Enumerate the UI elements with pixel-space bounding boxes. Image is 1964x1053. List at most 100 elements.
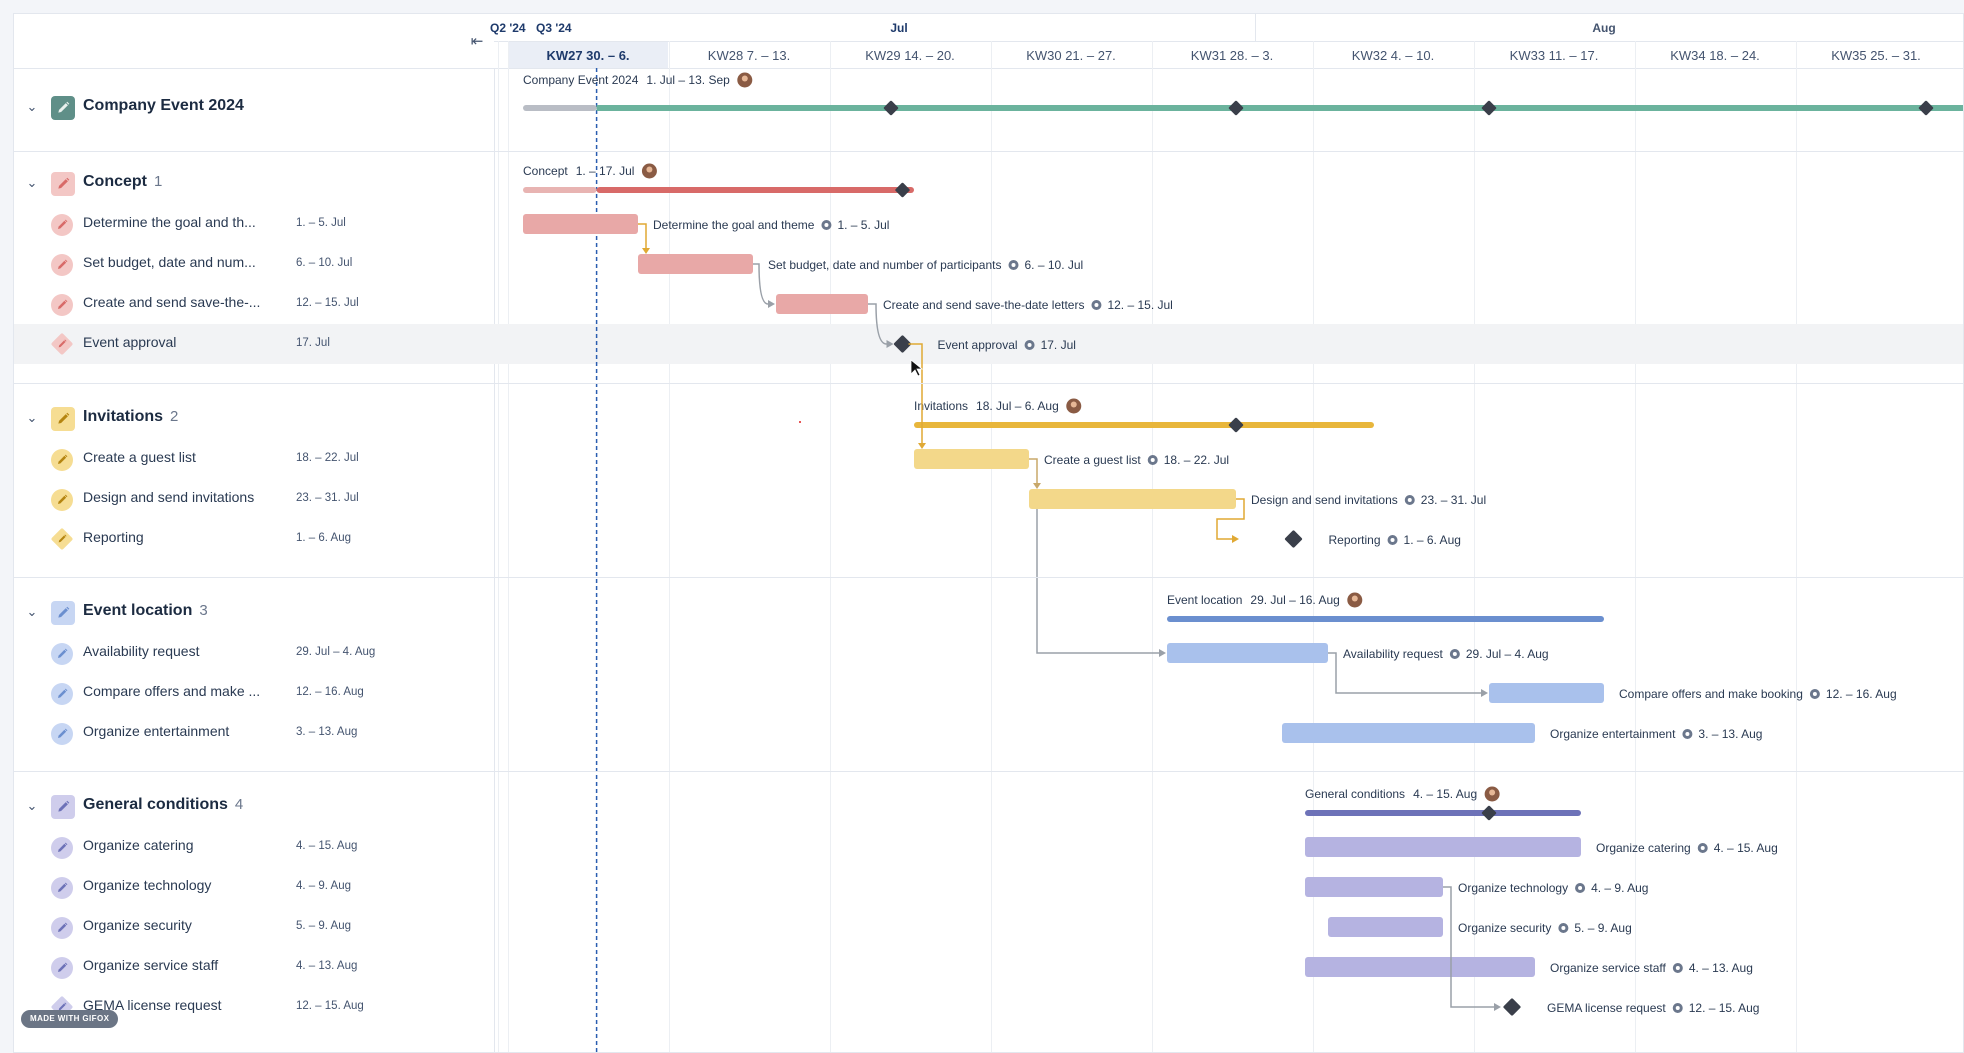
summary-label: Invitations <box>914 399 968 413</box>
pencil-icon <box>51 957 73 979</box>
group-separator <box>14 771 1963 772</box>
task-bar-label: Organize technology <box>1458 881 1568 895</box>
task-bar[interactable] <box>638 254 753 274</box>
milestone[interactable] <box>1503 998 1521 1016</box>
week-label[interactable]: KW33 11. – 17. <box>1510 48 1599 63</box>
task-date: 29. Jul – 4. Aug <box>296 646 376 658</box>
week-label[interactable]: KW34 18. – 24. <box>1670 48 1760 63</box>
chevron-down-icon[interactable]: ⌄ <box>26 410 38 425</box>
task-bar-date: 1. – 5. Jul <box>837 218 889 232</box>
task-name: Determine the goal and th... <box>83 214 256 230</box>
project-bar <box>596 105 1963 111</box>
summary-milestone[interactable] <box>895 182 911 198</box>
date-dot-inner <box>1390 538 1395 542</box>
project-milestone[interactable] <box>1228 100 1244 116</box>
task-name: Create and send save-the-... <box>83 294 261 310</box>
project-milestone[interactable] <box>1481 100 1497 116</box>
collapse-panel-icon[interactable]: ⇤ <box>470 33 484 50</box>
gifox-badge: MADE WITH GIFOX <box>21 1010 119 1028</box>
task-bar[interactable] <box>1328 917 1443 937</box>
dependency-link <box>1036 509 1159 654</box>
link-arrow <box>1481 689 1488 697</box>
task-date: 4. – 15. Aug <box>296 840 358 852</box>
week-label[interactable]: KW30 21. – 27. <box>1026 48 1116 63</box>
task-bar-label: Reporting <box>1329 533 1381 547</box>
week-label[interactable]: KW35 25. – 31. <box>1831 48 1921 63</box>
task-bar-label: Create and send save-the-date letters <box>883 298 1084 312</box>
selected-row-highlight <box>494 324 1963 364</box>
week-label[interactable]: KW28 7. – 13. <box>708 48 790 63</box>
summary-progress <box>523 187 597 193</box>
quarter-divider-mask <box>534 17 542 37</box>
week-label[interactable]: KW27 30. – 6. <box>546 48 629 63</box>
project-milestone[interactable] <box>1918 100 1934 116</box>
project-row[interactable]: ⌄Company Event 2024 <box>14 88 494 128</box>
date-dot-inner <box>1150 458 1155 462</box>
group-separator <box>14 151 1963 152</box>
task-bar-label: Design and send invitations <box>1251 493 1398 507</box>
week-label[interactable]: KW29 14. – 20. <box>865 48 955 63</box>
chevron-down-icon[interactable]: ⌄ <box>26 604 38 619</box>
milestone[interactable] <box>1284 530 1303 548</box>
summary-bar <box>914 422 1374 428</box>
group-separator <box>14 383 1963 384</box>
task-bar[interactable] <box>523 214 638 234</box>
date-dot-inner <box>1452 652 1457 656</box>
task-row[interactable]: Set budget, date and num...6. – 10. Jul <box>14 244 494 284</box>
link-arrow <box>642 248 650 254</box>
avatar-face <box>646 166 653 173</box>
summary-date: 1. – 17. Jul <box>576 164 635 178</box>
chevron-down-icon[interactable]: ⌄ <box>26 175 38 190</box>
milestone-pencil-icon <box>50 995 74 1019</box>
quarter-prev-label: Q2 '24 <box>490 21 526 35</box>
task-bar[interactable] <box>1167 643 1328 663</box>
task-bar[interactable] <box>1305 957 1535 977</box>
task-bar[interactable] <box>914 449 1029 469</box>
task-row[interactable]: Create and send save-the-...12. – 15. Ju… <box>14 284 494 324</box>
summary-date: 4. – 15. Aug <box>1413 787 1477 801</box>
task-name: Organize technology <box>83 877 212 893</box>
task-bar[interactable] <box>1305 877 1443 897</box>
link-arrow <box>1494 1003 1501 1011</box>
dependency-link <box>1443 886 1494 1008</box>
week-label[interactable]: KW31 28. – 3. <box>1191 48 1273 63</box>
summary-milestone[interactable] <box>1228 417 1244 433</box>
task-bar-label: Event approval <box>938 338 1018 352</box>
task-date: 4. – 13. Aug <box>296 960 358 972</box>
date-dot-inner <box>1685 732 1690 736</box>
task-bar[interactable] <box>1489 683 1604 703</box>
week-label[interactable]: KW32 4. – 10. <box>1352 48 1434 63</box>
milestone[interactable] <box>893 335 912 353</box>
group-name: General conditions <box>83 796 228 813</box>
task-bar[interactable] <box>1282 723 1535 743</box>
task-bar[interactable] <box>1305 837 1581 857</box>
chevron-down-icon[interactable]: ⌄ <box>26 798 38 813</box>
task-row[interactable]: Determine the goal and th...1. – 5. Jul <box>14 204 494 244</box>
task-name: Event approval <box>83 334 177 350</box>
task-row[interactable]: Compare offers and make ...12. – 16. Aug <box>14 673 494 713</box>
task-bar[interactable] <box>776 294 868 314</box>
chevron-down-icon[interactable]: ⌄ <box>26 99 38 114</box>
month-label-aug: Aug <box>1592 21 1615 35</box>
date-dot-inner <box>1407 498 1412 502</box>
summary-milestone[interactable] <box>1481 805 1497 821</box>
task-bar[interactable] <box>1029 489 1236 509</box>
project-milestone[interactable] <box>883 100 899 116</box>
